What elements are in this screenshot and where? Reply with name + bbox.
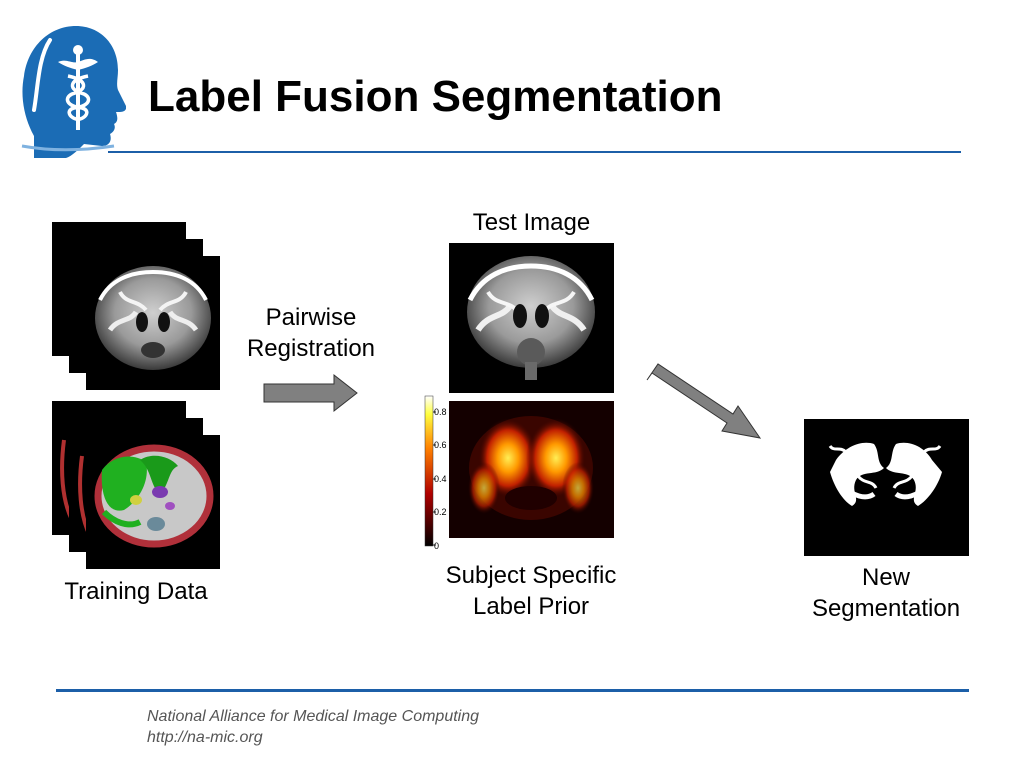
training-mri-stack — [52, 222, 220, 390]
label-prior-line1: Subject Specific — [445, 562, 617, 589]
colorbar-tick-label: 0.4 — [434, 474, 447, 484]
registration-label-line1: Pairwise — [265, 304, 357, 331]
training-mri-brain — [95, 266, 211, 370]
footer-url: http://na-mic.org — [147, 729, 263, 746]
footer: National Alliance for Medical Image Comp… — [147, 706, 479, 748]
colorbar-tick-label: 0 — [434, 541, 439, 551]
registration-label-line2: Registration — [246, 335, 376, 362]
registration-arrow — [263, 373, 358, 413]
slicer-logo-icon — [21, 26, 126, 158]
label-prior-heatmap — [449, 401, 614, 538]
new-segmentation-image — [804, 419, 969, 556]
training-label-stack — [52, 401, 220, 569]
caption-registration: Pairwise Registration — [231, 302, 391, 364]
test-image — [449, 243, 614, 393]
colorbar-tick-label: 0.6 — [434, 440, 447, 450]
new-segmentation-line2: Segmentation — [811, 595, 961, 622]
caption-test-image: Test Image — [448, 207, 615, 238]
test-image-label: Test Image — [472, 209, 591, 236]
footer-org: National Alliance for Medical Image Comp… — [147, 708, 480, 725]
title-underline — [108, 151, 961, 153]
footer-rule — [56, 689, 969, 692]
label-prior-line2: Label Prior — [472, 593, 590, 620]
caption-training-data: Training Data — [50, 576, 222, 607]
caption-label-prior: Subject Specific Label Prior — [421, 560, 641, 622]
new-segmentation-line1: New — [861, 564, 910, 591]
colorbar-tick-label: 0.8 — [434, 407, 447, 417]
training-label-map — [94, 444, 214, 548]
colorbar-tick-label: 0.2 — [434, 507, 447, 517]
training-data-label: Training Data — [64, 578, 208, 605]
colorbar-gradient — [424, 395, 434, 547]
caption-new-segmentation: New Segmentation — [796, 562, 976, 624]
segmentation-arrow — [646, 363, 762, 439]
slide-title: Label Fusion Segmentation — [148, 72, 723, 121]
colorbar: 0.8 0.6 0.4 0.2 0 — [424, 395, 447, 551]
